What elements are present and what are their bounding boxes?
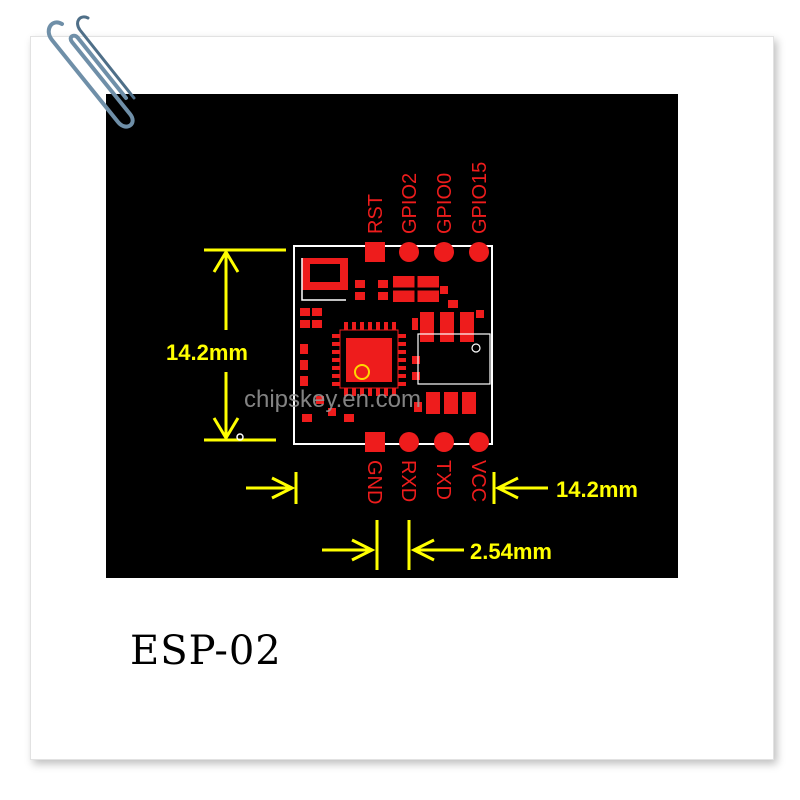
board-outline [293,245,493,445]
paperclip-icon [46,15,136,129]
pad-gpio15 [469,242,489,262]
pad-gpio2 [399,242,419,262]
pad-rst [365,242,385,262]
pad-gpio0 [434,242,454,262]
pin-label-gpio2: GPIO2 [399,173,421,234]
bottom-pin-labels: GND RXD TXD VCC [363,460,489,504]
pad-rxd [399,432,419,452]
dimension-width [246,472,548,504]
product-name: ESP-02 [130,628,282,674]
chip-pins [332,322,406,396]
antenna-outline [417,333,491,385]
pin-label-txd: TXD [432,460,454,500]
pitch-label: 2.54mm [470,539,552,564]
dimension-height [204,248,286,442]
pcb-panel [106,94,678,578]
pin-label-rxd: RXD [397,460,419,502]
width-label: 14.2mm [556,477,638,502]
pad-gnd [365,432,385,452]
pin-label-gnd: GND [363,460,385,504]
pin-label-gpio0: GPIO0 [434,173,456,234]
pad-txd [434,432,454,452]
watermark: chipskey.en.com [244,386,421,413]
pin-label-vcc: VCC [467,460,489,502]
dimension-pitch [322,520,464,570]
dimension-labels: 14.2mm 14.2mm 2.54mm [166,340,638,564]
height-label: 14.2mm [166,340,248,365]
top-pin-labels: RST GPIO2 GPIO0 GPIO15 [365,162,491,234]
pcb-components [300,258,491,422]
pin-label-gpio15: GPIO15 [469,162,491,234]
top-pads [365,242,489,262]
pin-label-rst: RST [365,194,387,234]
bottom-pads [365,432,489,452]
pad-vcc [469,432,489,452]
